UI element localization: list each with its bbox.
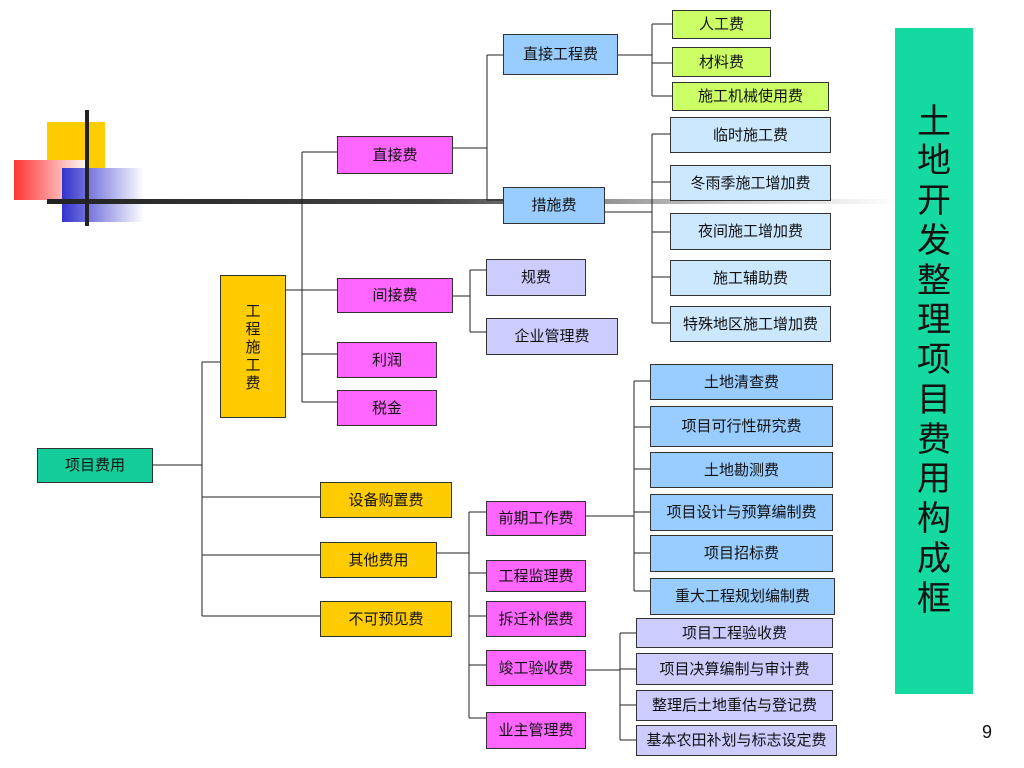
node-owner-management-label: 业主管理费 [498,721,574,740]
title-char-2: 地 [917,141,951,182]
node-engineering-char-4: 工 [245,355,261,374]
node-material: 材料费 [672,47,771,77]
node-material-label: 材料费 [698,52,744,71]
node-engineering-char-3: 施 [245,337,261,356]
title-char-3: 开 [917,181,951,222]
node-tax: 税金 [337,390,437,426]
node-root: 项目费用 [37,448,153,483]
node-winter-rain-label: 冬雨季施工增加费 [690,173,811,192]
node-land-revaluation: 整理后土地重估与登记费 [636,690,833,721]
node-equipment: 设备购置费 [320,482,452,518]
node-land-measure: 土地勘测费 [650,452,833,488]
node-direct-engineering: 直接工程费 [503,34,618,75]
node-root-label: 项目费用 [64,456,125,475]
title-char-12: 成 [917,538,951,579]
node-contingency: 不可预见费 [320,601,452,637]
node-night: 夜间施工增加费 [670,213,831,250]
node-preliminary: 前期工作费 [486,501,586,536]
node-engineering-char-2: 程 [245,319,261,338]
page-number: 9 [981,722,992,742]
node-indirect-cost: 间接费 [337,278,453,313]
title-char-6: 理 [917,300,951,341]
title-char-8: 目 [917,379,951,420]
node-acceptance: 竣工验收费 [486,650,586,686]
node-bidding-label: 项目招标费 [703,544,779,563]
node-equipment-label: 设备购置费 [348,490,424,509]
node-measures-label: 措施费 [531,196,577,215]
node-direct-cost: 直接费 [337,136,453,174]
node-fees-label: 规费 [520,268,551,287]
node-night-label: 夜间施工增加费 [697,222,803,241]
node-special-area: 特殊地区施工增加费 [670,306,831,342]
title-char-9: 费 [917,419,951,460]
node-preliminary-label: 前期工作费 [498,509,574,528]
node-final-accounts-label: 项目决算编制与审计费 [659,659,810,678]
node-profit: 利润 [337,342,437,378]
deco-horizontal-rule [47,199,900,204]
node-farmland-marking: 基本农田补划与标志设定费 [636,725,837,756]
node-tax-label: 税金 [371,398,402,417]
node-labor: 人工费 [672,10,771,39]
node-auxiliary: 施工辅助费 [670,260,831,296]
title-char-13: 框 [917,578,951,619]
title-char-11: 构 [917,499,951,540]
node-engineering: 工 程 施 工 费 [220,275,286,418]
node-other-label: 其他费用 [348,550,409,569]
node-special-area-label: 特殊地区施工增加费 [682,314,818,333]
node-acceptance-label: 竣工验收费 [498,658,574,677]
node-temporary: 临时施工费 [670,117,831,153]
node-compensation: 拆迁补偿费 [486,601,586,637]
node-enterprise-management: 企业管理费 [486,318,618,355]
title-panel: 土 地 开 发 整 理 项 目 费 用 构 成 框 [895,28,973,694]
node-temporary-label: 临时施工费 [712,125,788,144]
deco-vertical-rule [85,110,89,226]
node-design-budget-label: 项目设计与预算编制费 [666,503,817,522]
node-supervision: 工程监理费 [486,560,586,592]
node-farmland-marking-label: 基本农田补划与标志设定费 [646,731,827,750]
node-supervision-label: 工程监理费 [498,566,574,585]
deco-blue-gradient [62,168,144,222]
node-labor-label: 人工费 [698,15,744,34]
node-compensation-label: 拆迁补偿费 [498,609,574,628]
node-project-acceptance: 项目工程验收费 [636,618,833,648]
node-engineering-char-5: 费 [245,373,261,392]
title-char-1: 土 [917,101,951,142]
node-enterprise-management-label: 企业管理费 [514,327,590,346]
node-owner-management: 业主管理费 [486,712,586,749]
node-machinery-label: 施工机械使用费 [697,87,803,106]
title-char-4: 发 [917,220,951,261]
title-char-10: 用 [917,459,951,500]
title-char-5: 整 [917,260,951,301]
node-measures: 措施费 [503,187,605,224]
node-contingency-label: 不可预见费 [348,609,424,628]
node-land-survey-label: 土地清查费 [703,372,779,391]
node-other: 其他费用 [320,542,437,578]
node-land-revaluation-label: 整理后土地重估与登记费 [651,696,817,715]
node-indirect-cost-label: 间接费 [372,286,418,305]
node-major-planning-label: 重大工程规划编制费 [674,587,810,606]
node-bidding: 项目招标费 [650,535,833,572]
node-feasibility-label: 项目可行性研究费 [681,417,802,436]
node-machinery: 施工机械使用费 [672,82,829,111]
node-fees: 规费 [486,259,586,296]
node-design-budget: 项目设计与预算编制费 [650,494,833,531]
title-char-7: 项 [917,340,951,381]
node-feasibility: 项目可行性研究费 [650,406,833,447]
node-project-acceptance-label: 项目工程验收费 [681,623,787,642]
node-direct-cost-label: 直接费 [372,145,418,164]
node-winter-rain: 冬雨季施工增加费 [670,165,831,201]
node-auxiliary-label: 施工辅助费 [712,268,788,287]
node-final-accounts: 项目决算编制与审计费 [636,653,833,685]
node-major-planning: 重大工程规划编制费 [650,578,835,615]
node-direct-engineering-label: 直接工程费 [522,45,598,64]
node-profit-label: 利润 [371,350,402,369]
node-land-survey: 土地清查费 [650,364,833,400]
node-land-measure-label: 土地勘测费 [703,460,779,479]
node-engineering-char-1: 工 [245,301,261,320]
